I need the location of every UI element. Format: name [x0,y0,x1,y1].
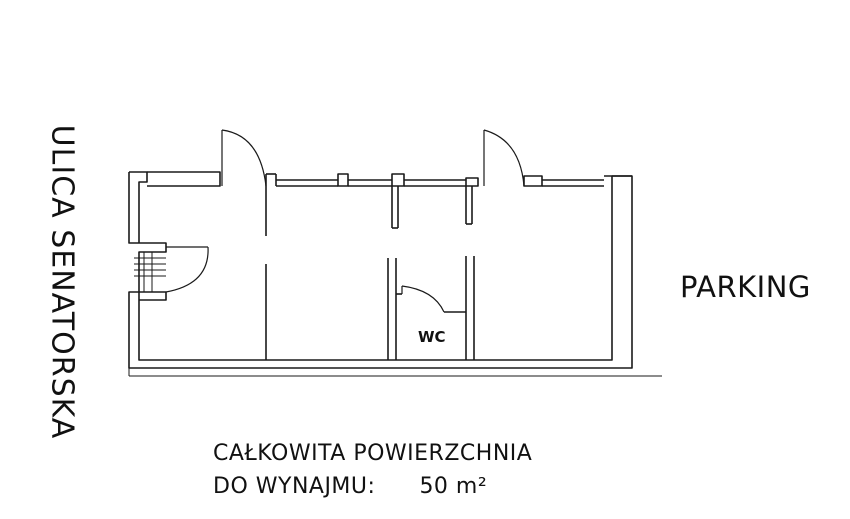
door-swings [165,129,525,313]
street-label: ULICA SENATORSKA [44,124,80,440]
parking-label: PARKING [680,270,811,304]
entrance-steps [134,252,166,292]
area-caption-label: DO WYNAJMU: [213,474,376,499]
outer-walls [128,171,662,377]
area-value: 50 m² [419,474,488,499]
area-caption-line1: CAŁKOWITA POWIERZCHNIA [213,441,533,466]
wc-label: WC [418,328,446,346]
area-caption-line2: DO WYNAJMU: 50 m² [213,474,487,499]
interior-walls [265,186,475,360]
